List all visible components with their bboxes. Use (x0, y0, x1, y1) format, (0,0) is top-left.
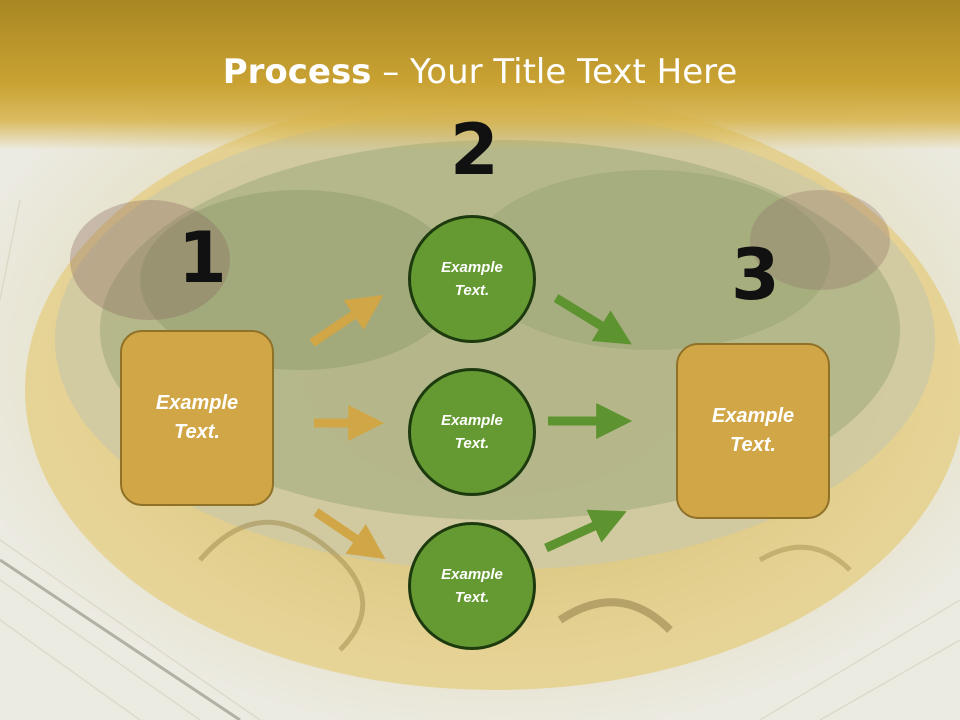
slide-title: Process – Your Title Text Here (0, 52, 960, 92)
circle-middle-line-1: Example (441, 412, 503, 429)
step-3-number: 3 (731, 234, 780, 316)
step-1-box: Example Text. (120, 330, 274, 506)
title-band (0, 0, 960, 150)
circle-top-line-1: Example (441, 259, 503, 276)
arrow-1-to-bottom (313, 508, 386, 560)
step-3-box: Example Text. (676, 343, 830, 519)
step-1-number: 1 (178, 217, 227, 299)
title-rest: – Your Title Text Here (371, 52, 738, 92)
circle-bottom-line-1: Example (441, 566, 503, 583)
circle-bottom-line-2: Text. (454, 589, 490, 606)
step-3-box-line-1: Example (711, 405, 795, 427)
step-3-box-line-2: Text. (730, 434, 776, 456)
arrow-top-to-3 (553, 294, 632, 345)
title-bold: Process (222, 52, 372, 92)
circle-middle-line-2: Text. (454, 435, 490, 452)
step-2-circle-top: Example Text. (408, 215, 536, 343)
circle-top-line-2: Text. (454, 282, 490, 299)
step-1-box-line-1: Example (155, 392, 239, 414)
step-2-number: 2 (450, 109, 499, 191)
arrow-bottom-to-3 (544, 509, 627, 553)
step-2-circle-bottom: Example Text. (408, 522, 536, 650)
step-2-circle-middle: Example Text. (408, 368, 536, 496)
step-1-box-line-2: Text. (174, 421, 220, 443)
arrow-1-to-top (309, 294, 384, 347)
